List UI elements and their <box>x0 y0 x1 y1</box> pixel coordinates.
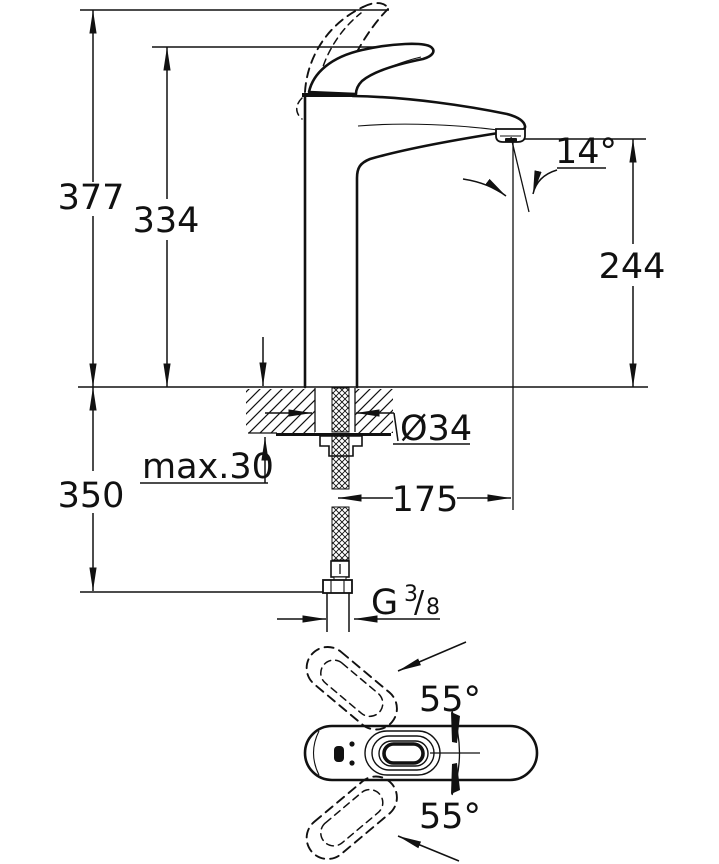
side-view: 377 334 244 14° 350 <box>58 2 666 632</box>
supply-hose <box>322 387 353 632</box>
swing-arc <box>430 710 480 796</box>
handle-pin <box>334 746 344 762</box>
swing-lower-label: 55° <box>419 797 481 837</box>
water-stream <box>510 136 530 510</box>
hose-length-dimension: 350 <box>58 387 125 591</box>
outlet <box>505 138 517 142</box>
hose-length-label: 350 <box>58 476 125 516</box>
spout-underside <box>355 130 507 389</box>
max-deck-thickness-label: max.30 <box>142 447 274 487</box>
body-height-label: 334 <box>133 201 200 241</box>
swing-angle-upper: 55° <box>397 641 481 720</box>
spout-height-dimension: 244 <box>599 139 666 387</box>
spout-height-label: 244 <box>599 247 666 287</box>
handle-swing-dashed-upper <box>305 646 398 731</box>
thread-size-label: G 3 / 8 <box>371 582 440 623</box>
dimensions: 377 334 244 14° 350 <box>58 10 666 623</box>
overall-height-dimension: 377 <box>58 10 125 387</box>
faucet-body <box>302 42 527 389</box>
hole-diameter-dimension: Ø34 <box>265 409 472 449</box>
stream-angle-label: 14° <box>555 132 617 172</box>
handle-swing-dashed-lower <box>305 775 398 860</box>
stream-angle-annotation: 14° <box>462 132 617 197</box>
swing-angle-lower: 55° <box>397 797 481 862</box>
hose-hex-nut <box>322 579 353 594</box>
faucet-top-outline <box>303 724 539 782</box>
lever-handle <box>307 42 435 96</box>
handle-grip <box>382 742 425 765</box>
thread-size-dimension: G 3 / 8 <box>277 582 440 623</box>
thread-connector <box>326 593 350 632</box>
hole-diameter-label: Ø34 <box>400 409 472 449</box>
max-deck-thickness-dimension: max.30 <box>140 337 274 487</box>
swing-upper-label: 55° <box>419 680 481 720</box>
body-height-dimension: 334 <box>133 47 200 387</box>
spout-reach-label: 175 <box>392 480 459 520</box>
stream-angled-line <box>510 136 530 213</box>
top-view: 55° 55° <box>303 641 539 862</box>
spout-reach-dimension: 175 <box>338 480 511 520</box>
extension-lines <box>78 9 648 593</box>
overall-height-label: 377 <box>58 178 125 218</box>
